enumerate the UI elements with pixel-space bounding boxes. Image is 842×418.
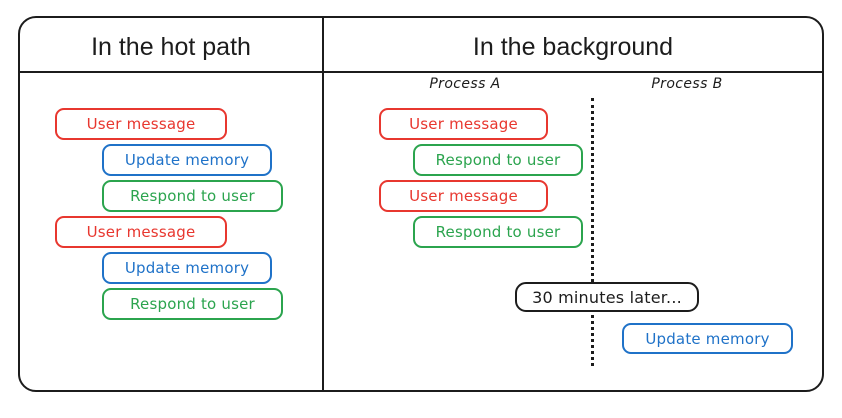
background-process-a-step-1-user-message: User message — [379, 108, 548, 140]
column-title-background: In the background — [472, 33, 674, 61]
hot-path-step-5-update-memory: Update memory — [102, 252, 272, 284]
hot-path-step-2-update-memory: Update memory — [102, 144, 272, 176]
hot-path-step-1-user-message: User message — [55, 108, 227, 140]
background-process-a-step-4-respond-to-user: Respond to user — [413, 216, 583, 248]
hot-path-step-4-user-message: User message — [55, 216, 227, 248]
hot-path-step-3-respond-to-user: Respond to user — [102, 180, 283, 212]
process-a-label: Process A — [429, 76, 501, 92]
process-boundary-dotted-line — [591, 98, 594, 366]
time-marker-30-minutes-later: 30 minutes later... — [515, 282, 699, 312]
background-process-a-step-2-respond-to-user: Respond to user — [413, 144, 583, 176]
background-process-a-step-3-user-message: User message — [379, 180, 548, 212]
header-divider-rule — [19, 71, 823, 73]
column-divider-rule — [322, 17, 324, 392]
background-process-b-step-1-update-memory: Update memory — [622, 323, 793, 354]
column-title-hot-path: In the hot path — [91, 33, 251, 61]
hot-path-step-6-respond-to-user: Respond to user — [102, 288, 283, 320]
process-b-label: Process B — [651, 76, 723, 92]
